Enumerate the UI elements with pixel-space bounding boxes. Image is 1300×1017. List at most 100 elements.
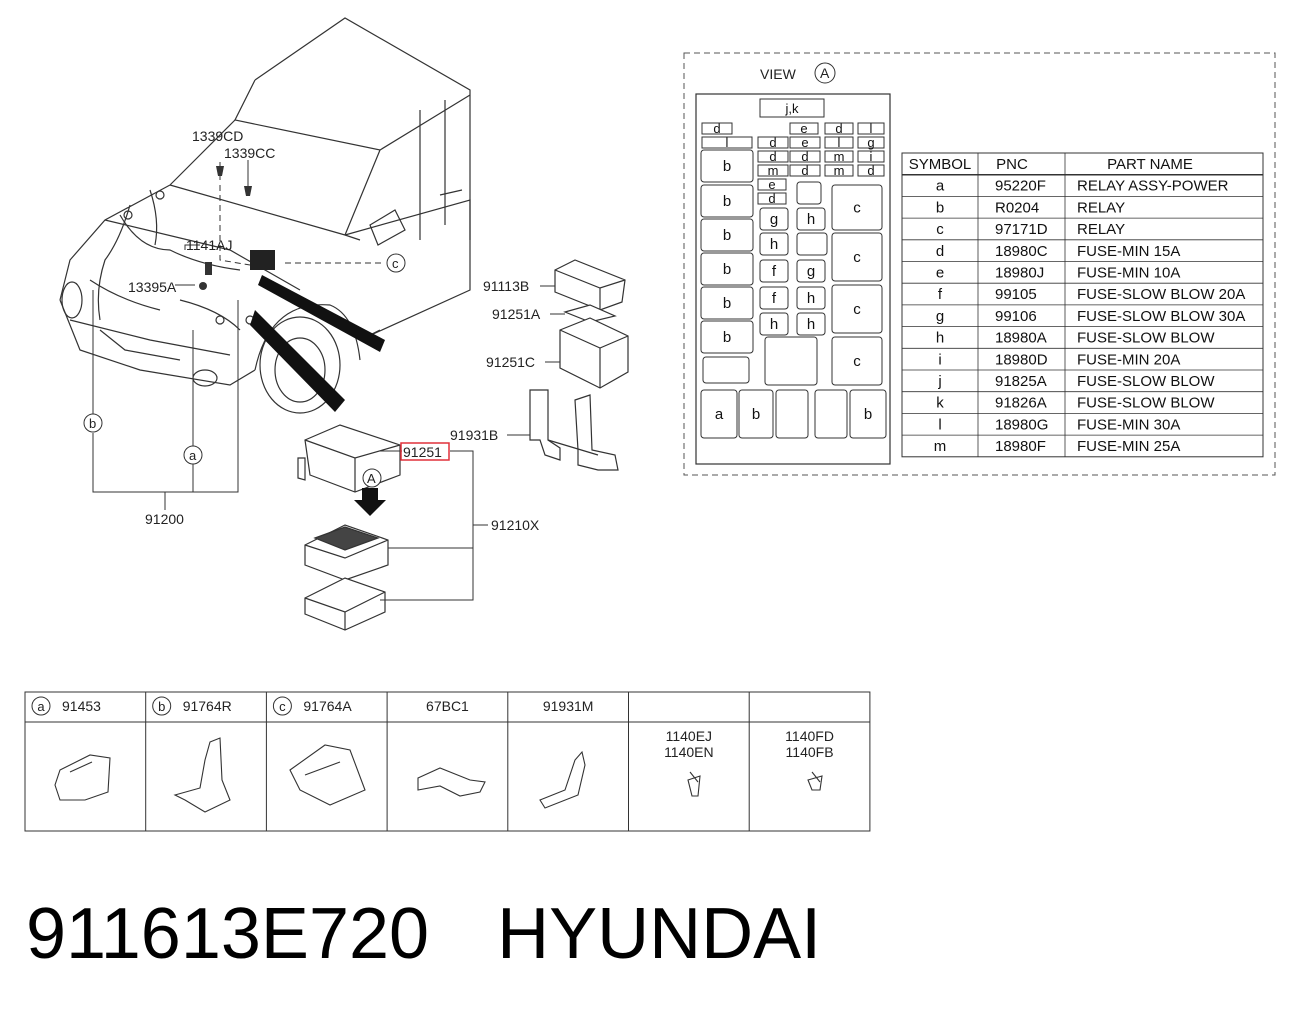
label-1141aj: 1141AJ	[186, 237, 232, 253]
fuse-label-small: d	[801, 149, 808, 164]
fuse-cell-large	[759, 232, 789, 256]
fuse-label-large: b	[723, 261, 731, 278]
fuse-cell-large	[796, 207, 826, 231]
view-title: VIEW	[760, 66, 797, 82]
label-1339cd: 1339CD	[192, 128, 243, 144]
fuse-label-large: h	[807, 290, 815, 307]
fuse-cell-large	[700, 184, 754, 218]
view-a-panel	[683, 52, 1276, 476]
parts-table-pnc: 91826A	[995, 395, 1047, 412]
fuse-box-leaders	[380, 450, 488, 601]
fuse-cell-small	[757, 150, 789, 163]
parts-table-symbol: k	[936, 395, 944, 412]
fuse-label-large: h	[807, 211, 815, 228]
fuse-slot-empty	[814, 389, 848, 439]
fuse-label-large: c	[853, 353, 861, 370]
fuse-cell-large	[831, 184, 883, 231]
label-91210x: 91210X	[491, 517, 540, 533]
parts-table-pnc: 91825A	[995, 373, 1047, 390]
parts-table-symbol: g	[936, 308, 944, 325]
fuse-label-large: f	[772, 290, 777, 307]
relay-box-leaders	[507, 285, 565, 436]
bolt-code-1: 1140EJ	[666, 728, 712, 744]
harness-band-1	[258, 275, 385, 352]
fuse-cell-small	[701, 136, 753, 149]
fuse-box-assembly	[297, 424, 401, 631]
fuse-label-large: b	[723, 295, 731, 312]
footer-part-number: 911613E720	[26, 894, 430, 974]
parts-table-pnc: 99106	[995, 308, 1037, 325]
fuse-label-small: d	[769, 135, 776, 150]
fuse-label-large: h	[807, 316, 815, 333]
fuse-cell-large	[796, 312, 826, 336]
parts-table-name: FUSE-SLOW BLOW 30A	[1077, 308, 1245, 325]
fuse-label-large: g	[770, 211, 778, 228]
fuse-cell-small	[824, 136, 854, 149]
part-67bc1-sketch	[417, 767, 486, 797]
parts-table-name: RELAY ASSY-POWER	[1077, 178, 1229, 195]
parts-table-header: PART NAME	[1107, 156, 1193, 173]
label-arrow-a: A	[367, 471, 376, 486]
fuse-cell-small	[824, 164, 854, 177]
parts-table-name: RELAY	[1077, 221, 1125, 238]
fuse-slot-empty	[764, 336, 818, 386]
bolt-sketch-2	[807, 771, 823, 791]
fuse-label-large: a	[715, 406, 724, 423]
label-91200: 91200	[145, 511, 184, 527]
fuse-label-small: d	[867, 163, 874, 178]
fuse-cell-large	[759, 259, 789, 283]
bottom-table-marker: c	[279, 699, 286, 714]
assembly-arrow	[354, 488, 386, 516]
fuse-label-small: d	[769, 149, 776, 164]
view-marker-circle	[814, 62, 836, 84]
fuse-cell-large	[700, 286, 754, 320]
fuse-cell-large	[700, 320, 754, 354]
bottom-table-marker-circle	[272, 696, 292, 716]
fuse-label-small: e	[768, 177, 775, 192]
fuse-layout-frame	[695, 93, 891, 465]
bottom-table-code: 91453	[62, 698, 101, 714]
fuse-label-jk: j,k	[785, 101, 800, 116]
harness-band-2	[250, 310, 345, 412]
fuse-cell-small	[824, 122, 854, 135]
label-circle-c: c	[392, 256, 399, 271]
parts-table-pnc: 97171D	[995, 221, 1048, 238]
fuse-cell-small	[757, 178, 787, 191]
bolt-code-2: 1140EN	[664, 744, 714, 760]
fuse-cell-small	[757, 136, 789, 149]
parts-table-symbol: m	[934, 438, 947, 455]
fuse-cell-large	[796, 259, 826, 283]
fuse-cell-small	[757, 164, 789, 177]
fuse-label-large: h	[770, 316, 778, 333]
parts-table-pnc: 18980C	[995, 243, 1048, 260]
circle-c-marker	[386, 253, 406, 273]
bottom-table-marker: a	[37, 699, 45, 714]
fuse-cell-small	[789, 150, 821, 163]
circle-a-marker	[183, 445, 203, 465]
fuse-label-small: d	[835, 121, 842, 136]
fuse-cell-small	[857, 164, 885, 177]
footer-brand: HYUNDAI	[497, 894, 822, 974]
part-91764r-sketch	[173, 737, 231, 813]
fuse-cell-small	[789, 164, 821, 177]
parts-table-pnc: 18980D	[995, 351, 1048, 368]
parts-table-name: FUSE-MIN 30A	[1077, 416, 1180, 433]
clip-1339cc	[244, 186, 252, 196]
label-91251c: 91251C	[486, 354, 535, 370]
parts-table-name: FUSE-SLOW BLOW	[1077, 330, 1215, 347]
fuse-label-large: h	[770, 236, 778, 253]
bottom-table-code: 67BC1	[426, 698, 469, 714]
parts-table-symbol: j	[937, 373, 941, 390]
parts-table-name: FUSE-MIN 25A	[1077, 438, 1180, 455]
parts-table-name: FUSE-MIN 20A	[1077, 351, 1180, 368]
part-91931m-sketch	[539, 750, 586, 809]
relay-box-on-car	[250, 250, 275, 270]
fuse-cell-jk	[759, 98, 825, 118]
fuse-label-large: b	[723, 193, 731, 210]
fuse-cell-small	[857, 122, 885, 135]
parts-table-name: FUSE-SLOW BLOW 20A	[1077, 286, 1245, 303]
callout-leaders	[92, 160, 383, 510]
fuse-cell-large	[700, 252, 754, 286]
parts-table-pnc: 99105	[995, 286, 1037, 303]
